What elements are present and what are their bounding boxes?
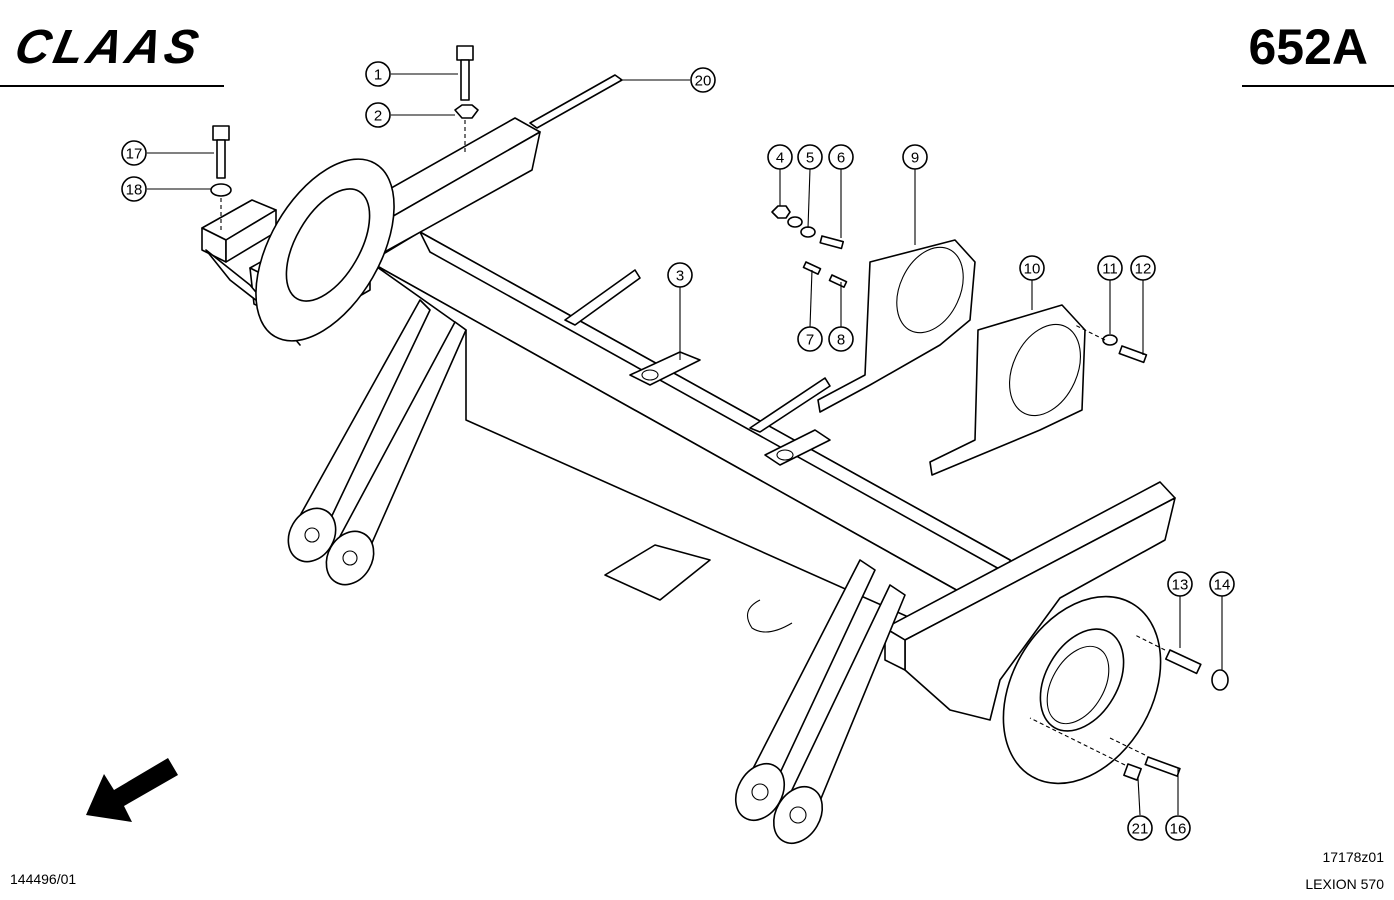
- callout-1[interactable]: [365, 61, 391, 87]
- plate-9: [817, 239, 976, 413]
- callout-2-label: 2: [374, 108, 382, 125]
- arrow-down-left-icon: [86, 758, 178, 822]
- callout-7-label: 7: [806, 332, 814, 349]
- callout-18[interactable]: [121, 176, 147, 202]
- drawing-id: 17178z01: [1322, 849, 1384, 865]
- brand-logo: CLAAS: [10, 20, 207, 73]
- callout-9-label: 9: [911, 150, 919, 167]
- callout-16[interactable]: [1165, 815, 1191, 841]
- callout-21-label: 21: [1132, 821, 1149, 838]
- callouts: 1 2 3 4 5 6 7 8 9 10: [121, 61, 1235, 841]
- callout-6[interactable]: [828, 144, 854, 170]
- callout-11-label: 11: [1102, 261, 1118, 278]
- callout-10-label: 10: [1024, 261, 1041, 278]
- callout-16-label: 16: [1170, 821, 1187, 838]
- callout-8[interactable]: [828, 326, 854, 352]
- callout-18-label: 18: [126, 182, 143, 199]
- callout-17[interactable]: [121, 140, 147, 166]
- main-frame: [201, 74, 1176, 845]
- footer-left-code: 144496/01: [10, 871, 76, 887]
- callout-10[interactable]: [1019, 255, 1045, 281]
- callout-5[interactable]: [797, 144, 823, 170]
- callout-12[interactable]: [1130, 255, 1156, 281]
- callout-20[interactable]: [690, 67, 716, 93]
- callout-4-label: 4: [776, 150, 784, 167]
- plate-10: [929, 304, 1086, 476]
- callout-21[interactable]: [1127, 815, 1153, 841]
- callout-3-label: 3: [676, 268, 684, 285]
- callout-5-label: 5: [806, 150, 814, 167]
- callout-14[interactable]: [1209, 571, 1235, 597]
- callout-13[interactable]: [1167, 571, 1193, 597]
- callout-14-label: 14: [1214, 577, 1231, 594]
- callout-6-label: 6: [837, 150, 845, 167]
- page-code: 652A: [1248, 19, 1368, 75]
- callout-12-label: 12: [1135, 261, 1152, 278]
- callout-7[interactable]: [797, 326, 823, 352]
- model-name: LEXION 570: [1305, 876, 1384, 892]
- callout-4[interactable]: [767, 144, 793, 170]
- callout-2[interactable]: [365, 102, 391, 128]
- callout-17-label: 17: [126, 146, 143, 163]
- header: CLAAS 652A: [0, 19, 1394, 87]
- callout-8-label: 8: [837, 332, 845, 349]
- callout-11[interactable]: [1097, 255, 1123, 281]
- callout-9[interactable]: [902, 144, 928, 170]
- callout-3[interactable]: [667, 262, 693, 288]
- callout-1-label: 1: [374, 67, 382, 84]
- footer: 144496/01 17178z01 LEXION 570: [10, 849, 1384, 892]
- callout-20-label: 20: [695, 73, 712, 90]
- callout-13-label: 13: [1172, 577, 1189, 594]
- fasteners: [210, 45, 1229, 781]
